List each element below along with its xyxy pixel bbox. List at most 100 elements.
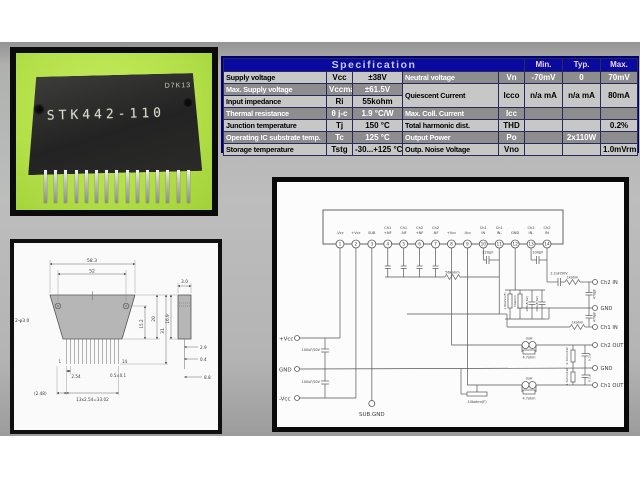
component-label: 100pF bbox=[532, 251, 543, 255]
spec-max: 70mV bbox=[600, 71, 639, 84]
ic-pin-9 bbox=[462, 239, 472, 249]
label-ch1-out: Ch1 OUT bbox=[601, 383, 625, 389]
ic-pin-number: 2 bbox=[355, 242, 358, 248]
dim-side-height: 16.9 bbox=[165, 314, 170, 324]
ic-pin-number: 13 bbox=[528, 242, 534, 248]
ic-chip-body: STK442-110 D7K13 bbox=[26, 73, 202, 175]
dim-height-inner: 15.2 bbox=[139, 319, 144, 329]
spec-max bbox=[600, 107, 639, 120]
ic-pin-label: Ch2 bbox=[543, 226, 550, 230]
ic-pin-label: Ch2 bbox=[528, 226, 535, 230]
ic-pin-label: -NF bbox=[433, 231, 439, 235]
spec-param: Input impedance bbox=[223, 95, 327, 108]
ic-pin-label: +NF bbox=[416, 231, 424, 235]
spec-symbol: Icc bbox=[497, 107, 526, 120]
ic-pin-label: +NF bbox=[384, 231, 392, 235]
ic-pin-label: IN- bbox=[529, 231, 535, 235]
chip-pin bbox=[176, 170, 180, 203]
spec-value: ±38V bbox=[352, 71, 403, 84]
package-drawing-svg: 58.3 52 2-φ3.0 31 20 15.2 bbox=[15, 258, 211, 402]
col-header-min: Min. bbox=[524, 58, 564, 72]
ic-pin-8 bbox=[447, 239, 456, 249]
ic-pin-label: IN bbox=[545, 231, 549, 235]
ic-pin-label: -NF bbox=[401, 231, 407, 235]
ic-block bbox=[322, 209, 564, 245]
spec-param: Max. Coll. Current bbox=[402, 107, 499, 120]
label-gnd-out: GND bbox=[601, 366, 613, 372]
label-gnd-in: GND bbox=[601, 306, 613, 312]
spec-min bbox=[524, 107, 564, 120]
spec-symbol: THD bbox=[497, 119, 526, 132]
spec-typ: 2x110W bbox=[562, 131, 602, 144]
spec-value: 55kohm bbox=[352, 95, 403, 108]
ic-pin-label: IN bbox=[481, 231, 485, 235]
chip-pin bbox=[84, 170, 88, 203]
ic-pin-label: +Vcc bbox=[447, 231, 456, 235]
label-ch2-out: Ch2 OUT bbox=[601, 343, 625, 349]
spec-max: 80mA bbox=[600, 83, 639, 108]
spec-symbol: Tc bbox=[326, 131, 353, 144]
spec-param: Neutral voltage bbox=[402, 71, 499, 84]
ic-pin-label: Ch2 bbox=[416, 226, 423, 230]
component-label: 3uH bbox=[526, 377, 533, 381]
spec-value: ±61.5V bbox=[352, 83, 403, 96]
component-label: 4.7ohm bbox=[523, 397, 537, 401]
dim-overall-width: 58.3 bbox=[87, 258, 97, 264]
dim-height-body: 20 bbox=[151, 316, 157, 322]
label-vcc-neg: -Vcc bbox=[279, 397, 290, 403]
spec-symbol: Ri bbox=[326, 95, 353, 108]
spec-table: Specification Min. Typ. Max. Supply volt… bbox=[222, 58, 639, 156]
ic-pin-label: Ch1 bbox=[384, 226, 391, 230]
ic-pin-7 bbox=[431, 239, 440, 249]
dim-side-width: 3.0 bbox=[181, 279, 188, 285]
terminal-ch1-out bbox=[592, 382, 598, 388]
ic-pin-number: 9 bbox=[466, 242, 469, 248]
component-label: 1kohm bbox=[567, 276, 579, 280]
chip-pin bbox=[135, 170, 139, 203]
spec-param: Output Power bbox=[402, 131, 499, 144]
package-outline bbox=[49, 294, 136, 340]
label-sub-gnd: SUB.GND bbox=[359, 412, 385, 418]
ic-pin-3 bbox=[367, 239, 377, 249]
ic-pin-label: Ch1 bbox=[400, 226, 407, 230]
spec-symbol: Icco bbox=[497, 83, 526, 108]
terminal-gnd-out bbox=[592, 365, 598, 371]
component-label: 0.1uF bbox=[588, 374, 592, 383]
ic-pin-label: Ch1 bbox=[480, 226, 487, 230]
chip-pin bbox=[115, 170, 119, 203]
ic-pin-number: 14 bbox=[544, 242, 550, 248]
chip-pin bbox=[44, 170, 47, 203]
spec-symbol: Tj bbox=[326, 119, 353, 132]
terminal-vcc-neg bbox=[294, 395, 300, 401]
spec-param: Total harmonic dist. bbox=[402, 119, 499, 132]
spec-param: Outp. Noise Voltage bbox=[402, 143, 499, 156]
ic-pin-5 bbox=[399, 239, 409, 249]
ic-pin-number: 7 bbox=[434, 242, 437, 248]
ic-pin-label: +Vcc bbox=[351, 231, 360, 235]
package-drawing-panel: 58.3 52 2-φ3.0 31 20 15.2 bbox=[10, 239, 222, 434]
chip-marking: STK442-110 bbox=[46, 105, 166, 124]
terminal-vcc-pos bbox=[294, 335, 300, 341]
spec-value: 150 °C bbox=[352, 119, 403, 132]
spec-value: -30...+125 °C bbox=[352, 143, 403, 156]
component-label: 1kohm bbox=[572, 321, 584, 325]
chip-pin bbox=[105, 170, 109, 203]
spec-value: 1.9 °C/W bbox=[352, 107, 403, 120]
dim-height-total: 31 bbox=[160, 328, 166, 334]
side-view-body bbox=[177, 294, 192, 340]
spec-min: -70mV bbox=[524, 71, 564, 84]
component-label: 100uF(6V) bbox=[525, 296, 529, 312]
hole-marker-right bbox=[122, 302, 130, 310]
chip-pin bbox=[166, 170, 170, 203]
ic-pin-number: 6 bbox=[418, 242, 421, 248]
label-vcc-pos: +Vcc bbox=[279, 337, 293, 343]
spec-typ bbox=[562, 119, 602, 132]
spec-value: 125 °C bbox=[352, 131, 403, 144]
chip-photo-panel: STK442-110 D7K13 bbox=[10, 47, 218, 216]
dim-side-d3: 8.8 bbox=[204, 375, 211, 380]
chip-pin bbox=[125, 170, 129, 203]
spec-symbol: Tstg bbox=[326, 143, 353, 156]
pin-number-first: 1 bbox=[58, 359, 61, 364]
